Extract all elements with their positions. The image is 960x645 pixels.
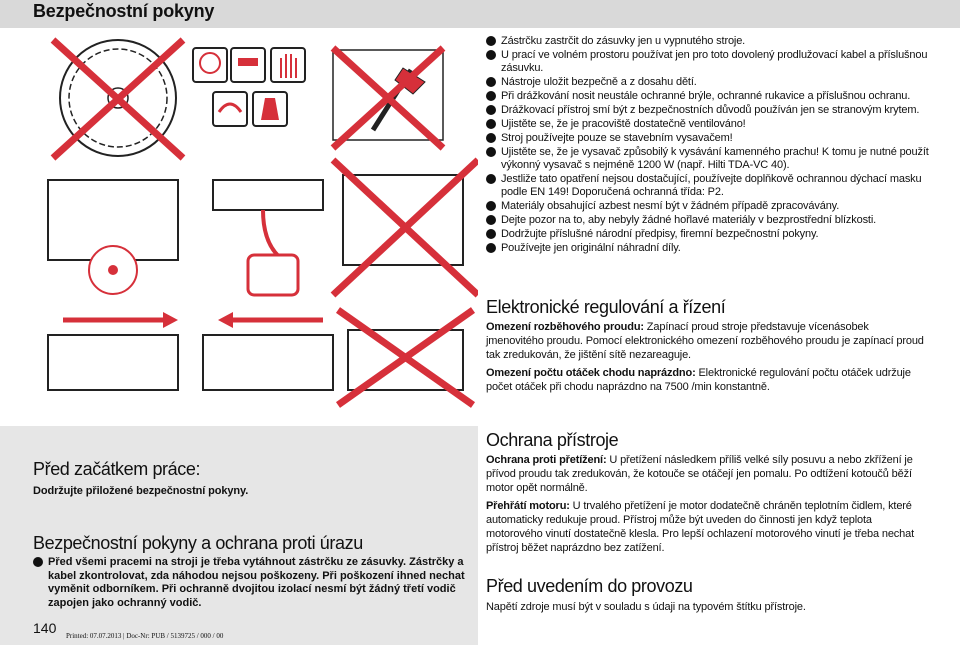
bullet-icon	[486, 174, 496, 184]
start-work-box	[0, 426, 478, 645]
list-item: Materiály obsahující azbest nesmí být v …	[486, 200, 940, 213]
cutter-with-blade-illustration	[47, 179, 179, 295]
before-work-text: Dodržujte přiložené bezpečnostní pokyny.	[33, 485, 249, 497]
list-item: U prací ve volném prostoru používat jen …	[486, 49, 940, 75]
overload-paragraph: Ochrana proti přetížení: U přetížení nás…	[486, 454, 913, 494]
list-item: Ujistěte se, že je vysavač způsobilý k v…	[486, 146, 940, 172]
list-item: Ujistěte se, že je pracoviště dostatečně…	[486, 118, 940, 131]
list-item: Stroj používejte pouze se stavebním vysa…	[486, 132, 940, 145]
print-info: Printed: 07.07.2013 | Doc-Nr: PUB / 5139…	[66, 632, 224, 640]
bullet-icon	[486, 105, 496, 115]
bullet-icon	[486, 201, 496, 211]
injury-protection-list: Před všemi pracemi na stroji je třeba vy…	[33, 556, 473, 610]
list-item: Používejte jen originální náhradní díly.	[486, 242, 940, 255]
header-bar	[0, 0, 960, 28]
list-item: Dodržujte příslušné národní předpisy, fi…	[486, 228, 940, 241]
commissioning-paragraph: Napětí zdroje musí být v souladu s údaji…	[486, 601, 806, 613]
wall-cutting-illustration	[330, 157, 478, 298]
motor-overheat-paragraph: Přehřátí motoru: U trvalého přetížení je…	[486, 500, 914, 554]
bullet-icon	[486, 147, 496, 157]
tilted-cutting-illustration	[335, 307, 476, 408]
bullet-icon	[486, 133, 496, 143]
bullet-icon	[486, 215, 496, 225]
bullet-icon	[486, 50, 496, 60]
page-number: 140	[33, 620, 57, 636]
before-work-heading: Před začátkem práce:	[33, 459, 201, 479]
bullet-icon	[486, 119, 496, 129]
page-title: Bezpečnostní pokyny	[33, 1, 215, 21]
bullet-icon	[486, 91, 496, 101]
protection-heading: Ochrana přístroje	[486, 430, 619, 450]
list-item: Jestliže tato opatření nejsou dostačujíc…	[486, 173, 940, 199]
list-item: Zástrčku zastrčit do zásuvky jen u vypnu…	[486, 35, 940, 48]
electronic-heading: Elektronické regulování a řízení	[486, 297, 726, 317]
bullet-icon	[486, 229, 496, 239]
commissioning-heading: Před uvedením do provozu	[486, 576, 693, 596]
list-item: Dejte pozor na to, aby nebyly žádné hořl…	[486, 214, 940, 227]
bullet-icon	[486, 36, 496, 46]
safety-list: Zástrčku zastrčit do zásuvky jen u vypnu…	[486, 35, 940, 256]
brush-illustration	[330, 45, 446, 151]
inrush-current-paragraph: Omezení rozběhového proudu: Zapínací pro…	[486, 321, 924, 361]
illustration-panel	[47, 37, 478, 408]
direction-illustration-left	[47, 312, 179, 391]
bullet-icon	[33, 557, 43, 567]
list-item: Nástroje uložit bezpečně a z dosahu dětí…	[486, 76, 940, 89]
ppe-icons	[192, 47, 306, 127]
bullet-icon	[486, 243, 496, 253]
blade-illustration	[50, 37, 186, 161]
direction-illustration-right	[202, 312, 334, 391]
idle-speed-paragraph: Omezení počtu otáček chodu naprázdno: El…	[486, 367, 911, 393]
list-item: Drážkovací přístroj smí být z bezpečnost…	[486, 104, 940, 117]
bullet-icon	[486, 77, 496, 87]
vacuum-illustration	[212, 179, 324, 297]
list-item: Při drážkování nosit neustále ochranné b…	[486, 90, 940, 103]
list-item: Před všemi pracemi na stroji je třeba vy…	[33, 556, 473, 610]
injury-protection-heading: Bezpečnostní pokyny a ochrana proti úraz…	[33, 533, 363, 553]
